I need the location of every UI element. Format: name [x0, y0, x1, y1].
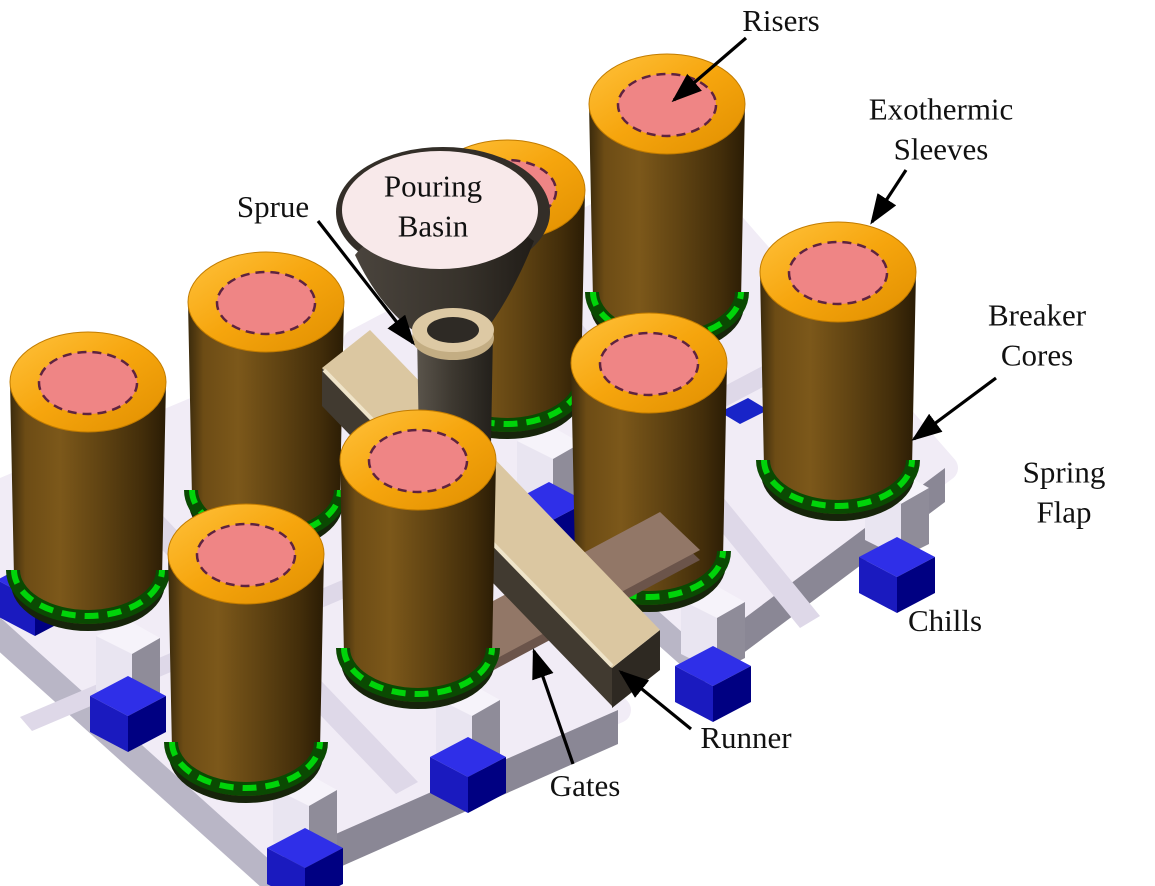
riser-3d: [10, 332, 166, 631]
pouring-basin-3d: [336, 147, 550, 360]
label-runner: Runner: [700, 719, 792, 755]
label-exothermic-sleeves: Exothermic Sleeves: [868, 91, 1014, 167]
riser-3d: [168, 504, 324, 803]
label-gates: Gates: [549, 767, 621, 803]
runner-arrow: [618, 669, 693, 731]
riser-3d: [589, 54, 745, 353]
label-spring-flap: Spring Flap: [1022, 454, 1106, 530]
risers-arrow: [671, 36, 748, 103]
riser-3d: [340, 410, 496, 709]
breaker-cores-arrow: [911, 376, 997, 441]
riser-3d: [760, 222, 916, 521]
label-breaker-cores: Breaker Cores: [987, 297, 1087, 373]
label-chills: Chills: [907, 602, 983, 638]
label-pouring-basin: Pouring Basin: [383, 168, 483, 244]
label-risers: Risers: [742, 2, 820, 38]
label-sprue: Sprue: [236, 188, 310, 224]
gates-arrow: [532, 647, 575, 765]
exothermic-sleeves-arrow: [870, 169, 908, 225]
sprue-arrow: [316, 220, 415, 346]
